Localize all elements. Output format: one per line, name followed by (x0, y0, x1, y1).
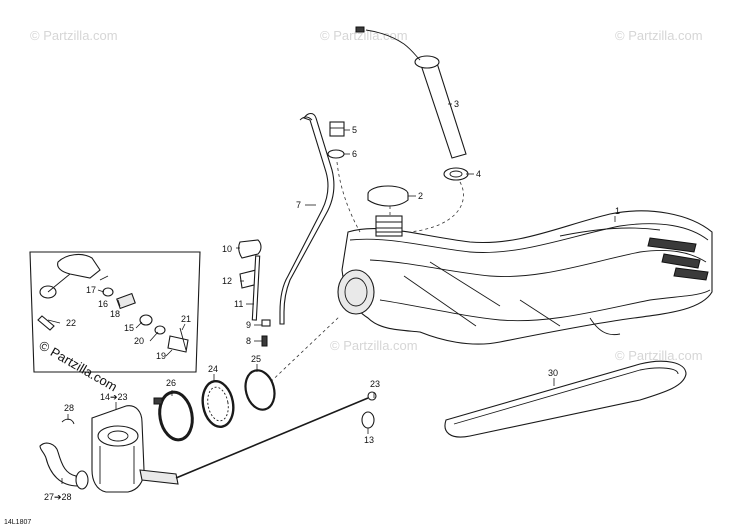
callout-8: 8 (246, 336, 251, 346)
clip-28[interactable] (61, 418, 75, 425)
watermark-dark: © Partzilla.com (37, 338, 120, 395)
callout-11: 11 (234, 299, 243, 309)
callout-25: 25 (251, 354, 261, 364)
callout-2: 2 (418, 191, 423, 201)
callout-22: 22 (66, 318, 76, 328)
bumper-pad-10[interactable] (238, 239, 262, 259)
callout-27-to-28: 27➔28 (44, 492, 72, 502)
pad-30[interactable] (444, 360, 687, 438)
watermark: © Partzilla.com (330, 338, 418, 353)
clip-9[interactable] (261, 319, 271, 327)
valve-seal[interactable] (327, 149, 345, 159)
callout-3: 3 (454, 99, 459, 109)
watermark: © Partzilla.com (615, 348, 703, 363)
watermarks: © Partzilla.com © Partzilla.com © Partzi… (30, 28, 703, 394)
assembly-line (261, 315, 341, 391)
o-ring-15[interactable] (139, 314, 153, 326)
callout-4: 4 (476, 169, 481, 179)
vent-tube[interactable] (355, 26, 467, 159)
callout-14-to-23: 14➔23 (100, 392, 128, 402)
rollover-valve[interactable] (329, 121, 345, 137)
callout-15: 15 (124, 323, 134, 333)
callout-21: 21 (181, 314, 191, 324)
callout-23: 23 (370, 379, 380, 389)
callouts: 1 2 3 4 5 6 7 8 9 10 11 12 13 14➔23 15 1… (44, 99, 620, 502)
watermark: © Partzilla.com (615, 28, 703, 43)
hose-27[interactable] (39, 442, 89, 490)
inset-detail-box (29, 251, 201, 373)
callout-17: 17 (86, 285, 96, 295)
fuel-pump-module[interactable] (91, 391, 377, 493)
reference-code: 14L1807 (4, 519, 31, 526)
o-ring-25[interactable] (241, 367, 278, 413)
callout-16: 16 (98, 299, 108, 309)
bracket-19[interactable] (167, 335, 189, 353)
assembly-line (409, 181, 464, 233)
callout-20: 20 (134, 336, 144, 346)
regulator-22[interactable] (37, 315, 55, 331)
lock-ring-24[interactable] (199, 379, 237, 430)
strap-11[interactable] (251, 255, 261, 321)
fuel-tank[interactable] (337, 210, 713, 345)
callout-13: 13 (364, 435, 374, 445)
grommet[interactable] (443, 167, 469, 181)
callout-10: 10 (222, 244, 232, 254)
assembly-line (336, 161, 361, 233)
callout-28: 28 (64, 403, 74, 413)
callout-18: 18 (110, 309, 120, 319)
leader-lines (47, 103, 616, 484)
callout-26: 26 (166, 378, 176, 388)
bracket-21[interactable] (179, 327, 187, 351)
callout-5: 5 (352, 125, 357, 135)
callout-6: 6 (352, 149, 357, 159)
screw-8[interactable] (261, 335, 268, 347)
watermark: © Partzilla.com (320, 28, 408, 43)
watermark: © Partzilla.com (30, 28, 118, 43)
clamp-26[interactable] (153, 390, 196, 443)
callout-7: 7 (296, 200, 301, 210)
callout-1: 1 (615, 206, 620, 216)
callout-9: 9 (246, 320, 251, 330)
callout-24: 24 (208, 364, 218, 374)
callout-30: 30 (548, 368, 558, 378)
callout-19: 19 (156, 351, 166, 361)
filter-18[interactable] (116, 292, 136, 310)
callout-12: 12 (222, 276, 232, 286)
vent-hose[interactable] (279, 112, 335, 325)
o-ring-20[interactable] (154, 325, 166, 335)
fitting-13[interactable] (361, 411, 375, 429)
filler-cap[interactable] (367, 185, 409, 207)
clamp-16[interactable] (102, 287, 114, 297)
